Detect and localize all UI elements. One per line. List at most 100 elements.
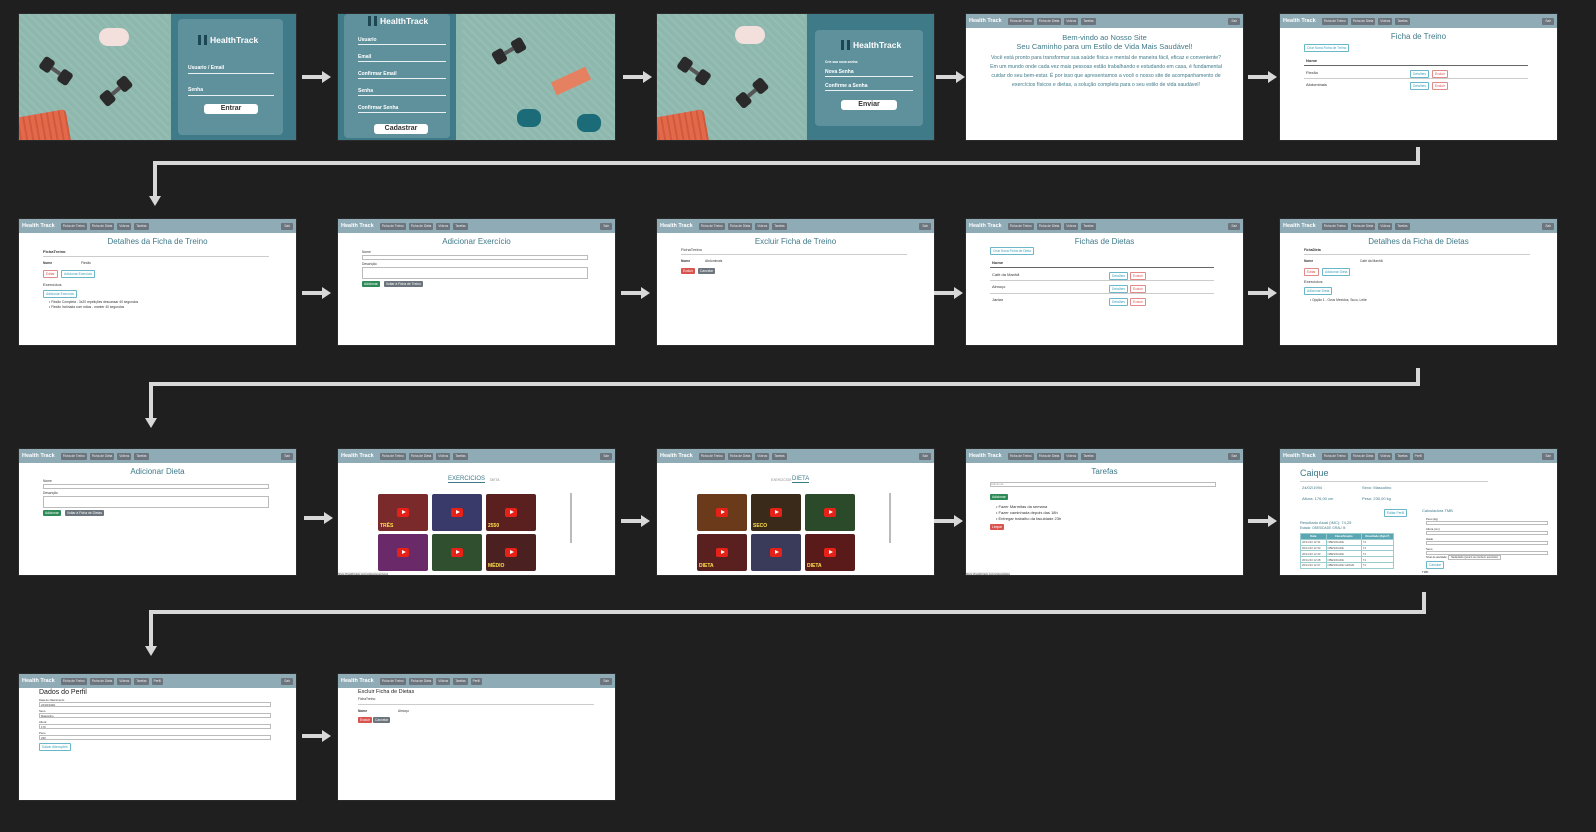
nav-treino[interactable]: Ficha de Treino — [60, 222, 87, 230]
nav-dieta[interactable]: Ficha de Dieta — [1350, 452, 1376, 460]
login-password-input[interactable] — [188, 95, 274, 96]
nav-treino[interactable]: Ficha de Treino — [60, 677, 87, 685]
description-input[interactable] — [362, 267, 588, 279]
birth-input[interactable] — [39, 702, 271, 707]
tmb-sex-select[interactable] — [1426, 551, 1548, 555]
nav-brand[interactable]: Health Track — [341, 678, 374, 684]
nav-treino[interactable]: Ficha de Treino — [379, 677, 406, 685]
nav-treino[interactable]: Ficha de Treino — [1321, 17, 1348, 25]
nav-videos[interactable]: Vídeos — [1064, 17, 1079, 25]
nav-brand[interactable]: Health Track — [969, 18, 1002, 24]
nav-tarefas[interactable]: Tarefas — [1395, 452, 1410, 460]
reset-new-input[interactable] — [825, 76, 913, 77]
video-thumbnail[interactable] — [751, 534, 801, 571]
tmb-height-input[interactable] — [1426, 531, 1548, 535]
nav-videos[interactable]: Vídeos — [117, 222, 132, 230]
nav-treino[interactable]: Ficha de Treino — [1007, 452, 1034, 460]
video-thumbnail[interactable] — [432, 494, 482, 531]
nav-brand[interactable]: Health Track — [660, 223, 693, 229]
details-button[interactable]: Detalhes — [1109, 272, 1129, 280]
nav-videos[interactable]: Vídeos — [117, 677, 132, 685]
name-input[interactable] — [362, 255, 588, 260]
nav-videos[interactable]: Vídeos — [1378, 222, 1393, 230]
nav-dieta[interactable]: Ficha de Dieta — [1350, 222, 1376, 230]
video-thumbnail[interactable]: MÉDIO — [486, 534, 536, 571]
nav-exit[interactable]: Sair — [600, 222, 612, 230]
nav-tarefas[interactable]: Tarefas — [1395, 222, 1410, 230]
nav-videos[interactable]: Vídeos — [436, 677, 451, 685]
nav-treino[interactable]: Ficha de Treino — [698, 452, 725, 460]
login-button[interactable]: Entrar — [204, 104, 258, 114]
nav-treino[interactable]: Ficha de Treino — [379, 452, 406, 460]
nav-tarefas[interactable]: Tarefas — [453, 677, 468, 685]
video-thumbnail[interactable] — [378, 534, 428, 571]
nav-tarefas[interactable]: Tarefas — [453, 452, 468, 460]
details-button[interactable]: Detalhes — [1109, 285, 1129, 293]
register-confirm-password-input[interactable] — [358, 112, 446, 113]
nav-brand[interactable]: Health Track — [22, 678, 55, 684]
nav-perfil[interactable]: Perfil — [151, 677, 163, 685]
register-password-input[interactable] — [358, 95, 446, 96]
nav-brand[interactable]: Health Track — [22, 453, 55, 459]
nav-tarefas[interactable]: Tarefas — [134, 452, 149, 460]
nav-treino[interactable]: Ficha de Treino — [1007, 17, 1034, 25]
scrollbar[interactable] — [570, 493, 572, 543]
nav-dieta[interactable]: Ficha de Dieta — [408, 677, 434, 685]
add-exercise-button[interactable]: Adicionar Exercício — [43, 290, 78, 298]
nav-exit[interactable]: Sair — [1228, 17, 1240, 25]
add-task-button[interactable]: Adicionar — [990, 494, 1008, 500]
video-thumbnail[interactable] — [697, 494, 747, 531]
description-input[interactable] — [43, 496, 269, 508]
nav-exit[interactable]: Sair — [1542, 452, 1554, 460]
video-thumbnail[interactable] — [432, 534, 482, 571]
cancel-button[interactable]: Cancelar — [373, 717, 391, 723]
nav-brand[interactable]: Health Track — [969, 453, 1002, 459]
video-thumbnail[interactable]: 2550 — [486, 494, 536, 531]
nav-exit[interactable]: Sair — [600, 677, 612, 685]
scrollbar[interactable] — [889, 493, 891, 543]
nav-brand[interactable]: Health Track — [1283, 18, 1316, 24]
tab-exercicios[interactable]: EXERCICIOS — [448, 476, 486, 483]
nav-dieta[interactable]: Ficha de Dieta — [727, 222, 753, 230]
confirm-delete-button[interactable]: Excluir — [358, 717, 372, 723]
video-thumbnail[interactable]: TRÊS — [378, 494, 428, 531]
nav-dieta[interactable]: Ficha de Dieta — [727, 452, 753, 460]
nav-dieta[interactable]: Ficha de Dieta — [408, 222, 434, 230]
nav-videos[interactable]: Vídeos — [1378, 452, 1393, 460]
nav-treino[interactable]: Ficha de Treino — [1321, 452, 1348, 460]
nav-brand[interactable]: Health Track — [1283, 223, 1316, 229]
back-button[interactable]: Voltar à Ficha de Treino — [384, 281, 423, 287]
nav-tarefas[interactable]: Tarefas — [134, 222, 149, 230]
nav-dieta[interactable]: Ficha de Dieta — [89, 677, 115, 685]
register-confirm-email-input[interactable] — [358, 78, 446, 79]
nav-tarefas[interactable]: Tarefas — [134, 677, 149, 685]
nav-tarefas[interactable]: Tarefas — [772, 452, 787, 460]
nav-brand[interactable]: Health Track — [969, 223, 1002, 229]
nav-exit[interactable]: Sair — [919, 452, 931, 460]
nav-brand[interactable]: Health Track — [341, 223, 374, 229]
weight-input[interactable] — [39, 735, 271, 740]
nav-treino[interactable]: Ficha de Treino — [379, 222, 406, 230]
confirm-delete-button[interactable]: Excluir — [681, 268, 695, 274]
nav-brand[interactable]: Health Track — [660, 453, 693, 459]
nav-perfil[interactable]: Perfil — [1412, 452, 1424, 460]
nav-treino[interactable]: Ficha de Treino — [698, 222, 725, 230]
nav-treino[interactable]: Ficha de Treino — [60, 452, 87, 460]
nav-dieta[interactable]: Ficha de Dieta — [89, 222, 115, 230]
nav-exit[interactable]: Sair — [1228, 222, 1240, 230]
tab-exercicios[interactable]: EXERCICIOS — [771, 478, 792, 482]
tmb-weight-input[interactable] — [1426, 521, 1548, 525]
nav-dieta[interactable]: Ficha de Dieta — [1036, 452, 1062, 460]
name-input[interactable] — [43, 484, 269, 489]
nav-exit[interactable]: Sair — [919, 222, 931, 230]
task-input[interactable] — [990, 482, 1216, 487]
nav-exit[interactable]: Sair — [281, 222, 293, 230]
nav-exit[interactable]: Sair — [1542, 222, 1554, 230]
nav-dieta[interactable]: Ficha de Dieta — [1036, 222, 1062, 230]
nav-brand[interactable]: Health Track — [22, 223, 55, 229]
nav-exit[interactable]: Sair — [600, 452, 612, 460]
nav-videos[interactable]: Vídeos — [436, 222, 451, 230]
nav-brand[interactable]: Health Track — [341, 453, 374, 459]
back-button[interactable]: Voltar à Ficha de Dietas — [65, 510, 105, 516]
nav-tarefas[interactable]: Tarefas — [1395, 17, 1410, 25]
